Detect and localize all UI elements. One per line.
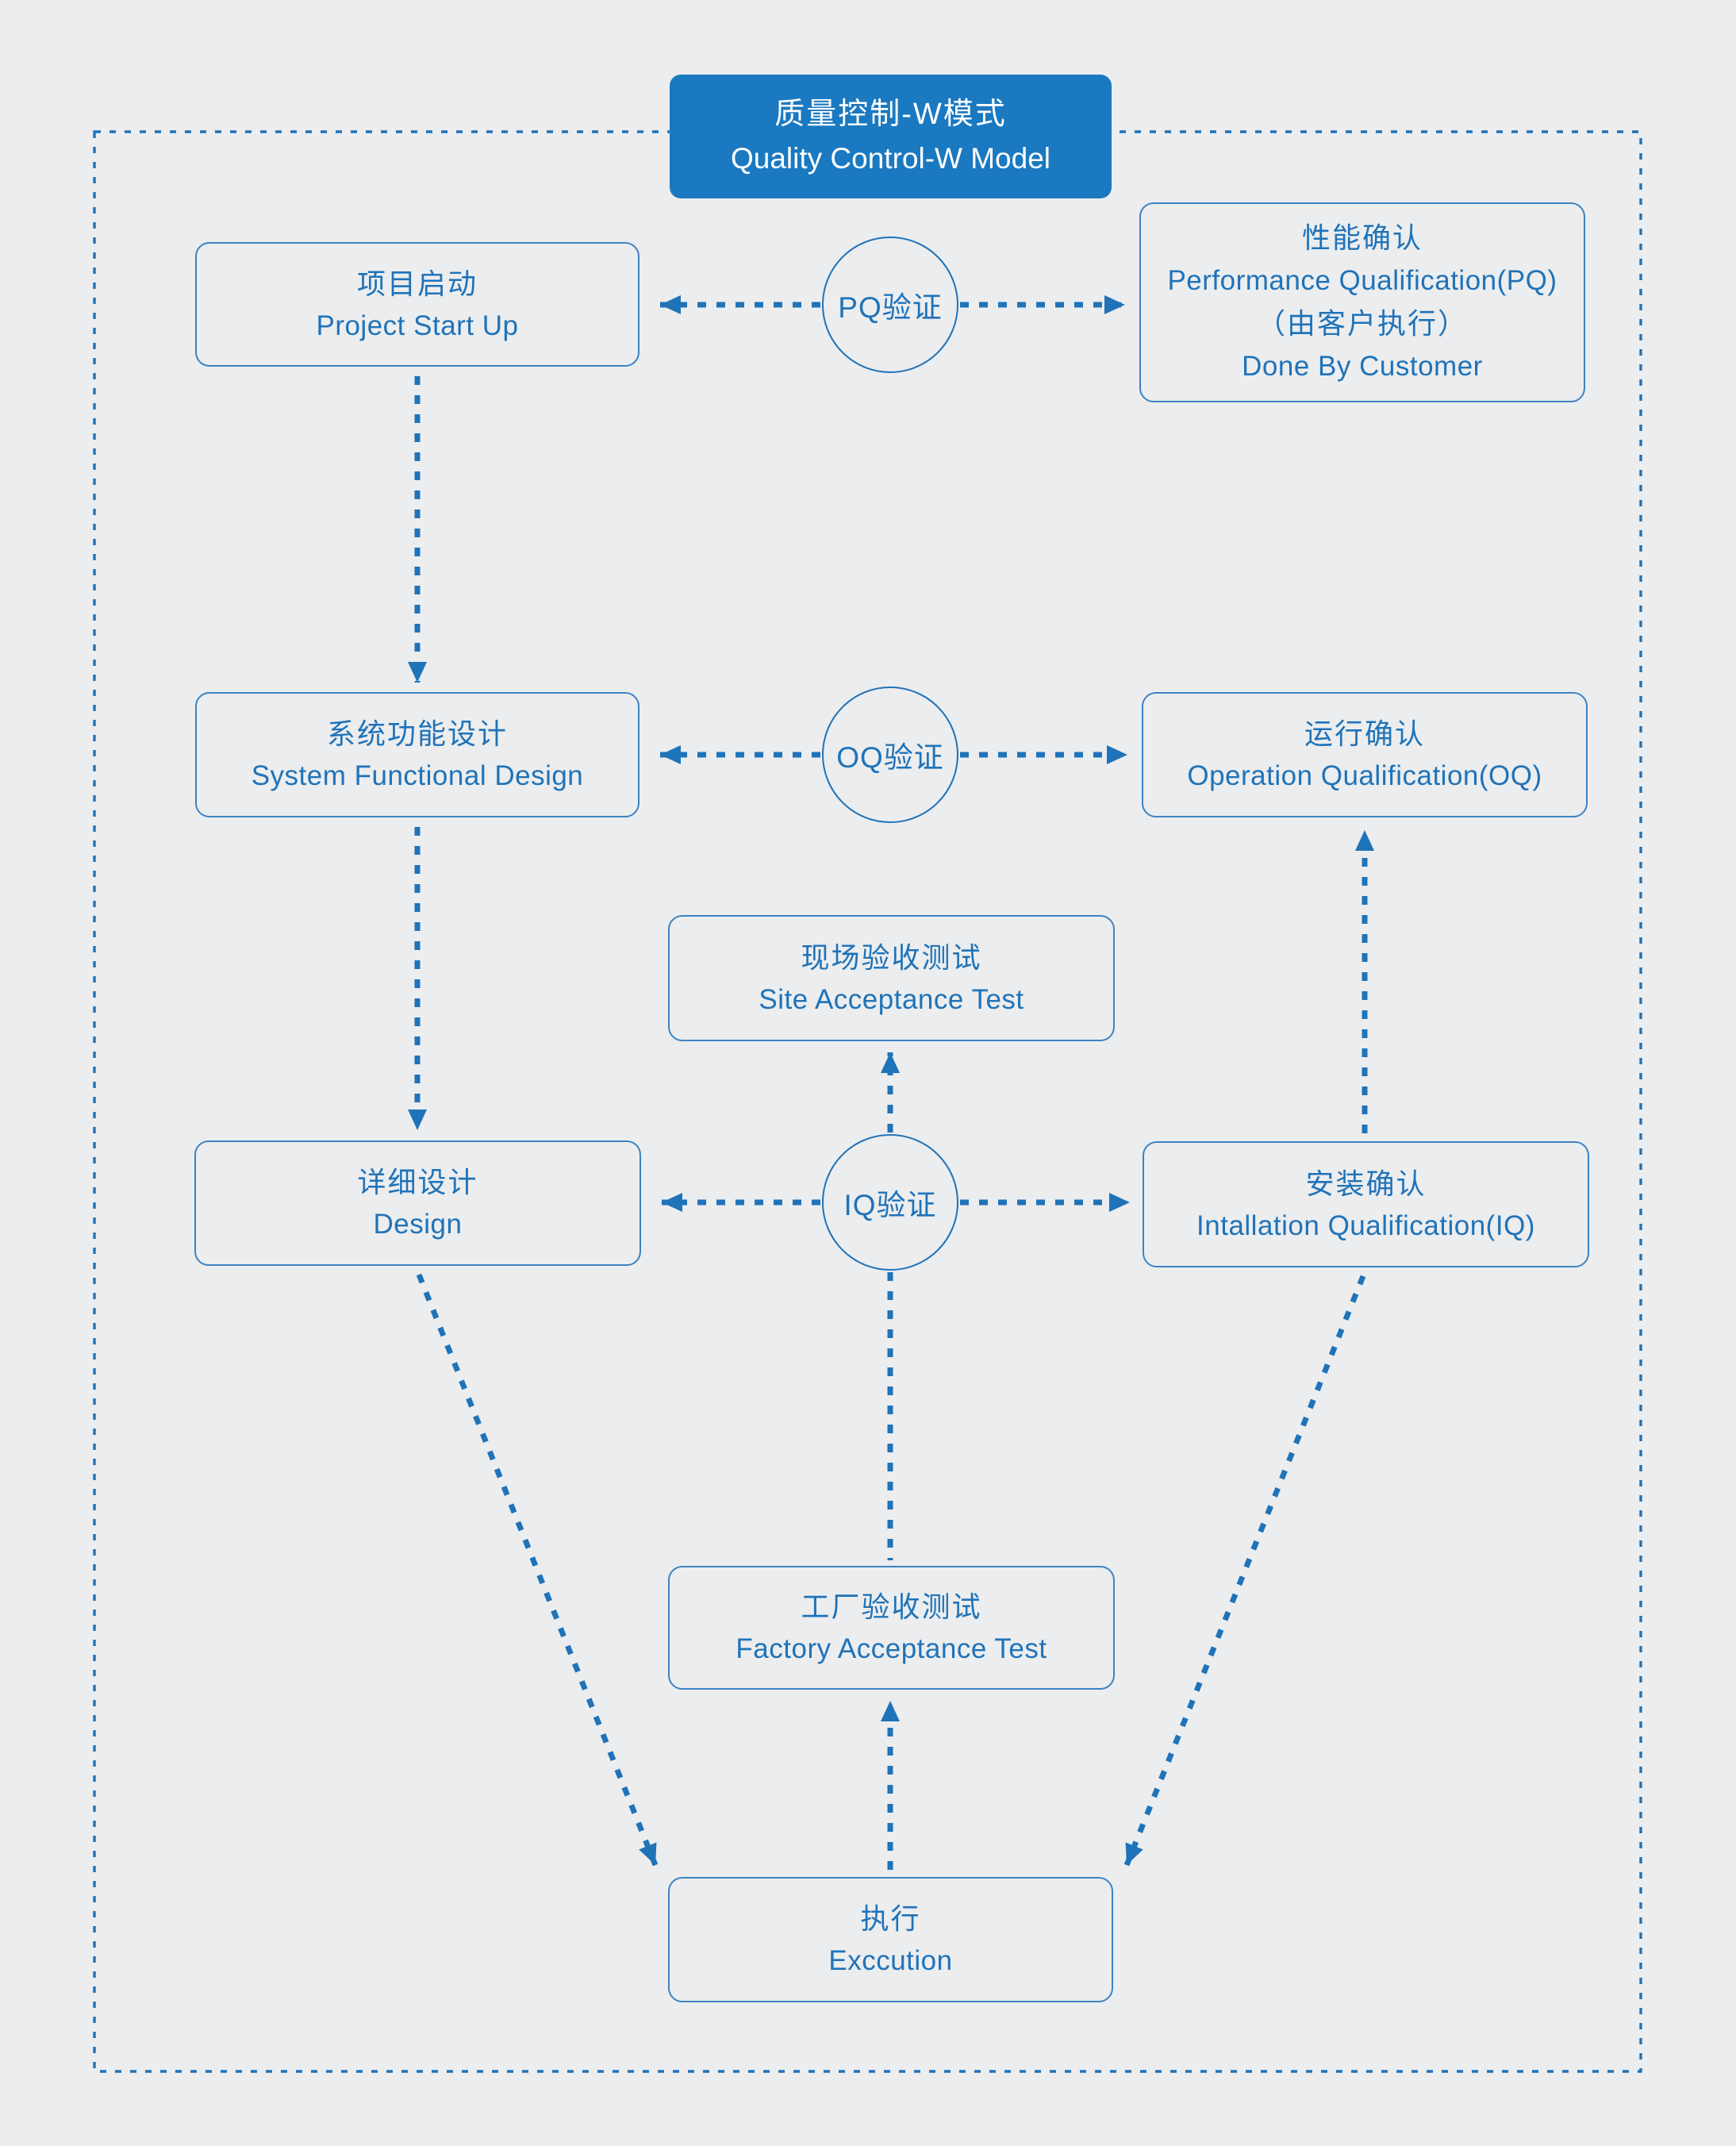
circle-oq-label: OQ验证 — [836, 741, 944, 774]
node-label-zh: 安装确认 — [1305, 1167, 1427, 1200]
node-label-en: Factory Acceptance Test — [735, 1633, 1047, 1664]
circle-iq-label: IQ验证 — [843, 1189, 937, 1221]
circle-pq-label: PQ验证 — [838, 291, 943, 324]
node-installation-qualification: 安装确认 Intallation Qualification(IQ) — [1143, 1141, 1589, 1267]
node-execution: 执行 Exccution — [668, 1877, 1113, 2002]
node-label-zh: 工厂验收测试 — [801, 1590, 982, 1623]
arrow-installation-to-execution — [1123, 1275, 1366, 1867]
node-factory-acceptance-test: 工厂验收测试 Factory Acceptance Test — [668, 1566, 1115, 1690]
circle-pq-validation: PQ验证 — [822, 237, 958, 373]
node-label-en: Exccution — [828, 1945, 953, 1976]
circle-oq-validation: OQ验证 — [822, 686, 958, 823]
node-label-en: Site Acceptance Test — [759, 983, 1024, 1015]
node-design: 详细设计 Design — [194, 1140, 641, 1266]
outer-dashed-border — [93, 130, 1642, 2073]
node-label-zh: 性能确认 — [1301, 221, 1423, 254]
node-label-zh: 执行 — [860, 1902, 921, 1935]
node-label-en-note: Done By Customer — [1242, 351, 1483, 382]
title-zh: 质量控制-W模式 — [774, 98, 1007, 131]
node-label-zh-note: （由客户执行） — [1256, 307, 1468, 340]
title-box: 质量控制-W模式 Quality Control-W Model — [670, 75, 1112, 198]
node-label-zh: 运行确认 — [1304, 717, 1425, 750]
node-label-en: Intallation Qualification(IQ) — [1196, 1210, 1535, 1241]
node-project-start: 项目启动 Project Start Up — [195, 242, 639, 367]
node-label-en: Operation Qualification(OQ) — [1187, 760, 1542, 791]
node-label-zh: 系统功能设计 — [326, 717, 508, 750]
node-label-zh: 详细设计 — [357, 1166, 478, 1198]
node-label-en: Design — [373, 1209, 463, 1240]
node-label-zh: 现场验收测试 — [801, 940, 982, 974]
node-operation-qualification: 运行确认 Operation Qualification(OQ) — [1142, 692, 1588, 817]
arrow-design-to-execution — [416, 1273, 659, 1867]
node-label-en: System Functional Design — [251, 760, 584, 791]
node-label-en: Project Start Up — [316, 310, 519, 341]
node-label-zh: 项目启动 — [356, 267, 478, 300]
node-system-functional-design: 系统功能设计 System Functional Design — [195, 692, 639, 817]
circle-iq-validation: IQ验证 — [822, 1134, 958, 1271]
title-en: Quality Control-W Model — [730, 142, 1050, 175]
node-label-en: Performance Qualification(PQ) — [1167, 265, 1557, 296]
node-performance-qualification: 性能确认 Performance Qualification(PQ) （由客户执… — [1139, 202, 1585, 402]
node-site-acceptance-test: 现场验收测试 Site Acceptance Test — [668, 915, 1115, 1041]
